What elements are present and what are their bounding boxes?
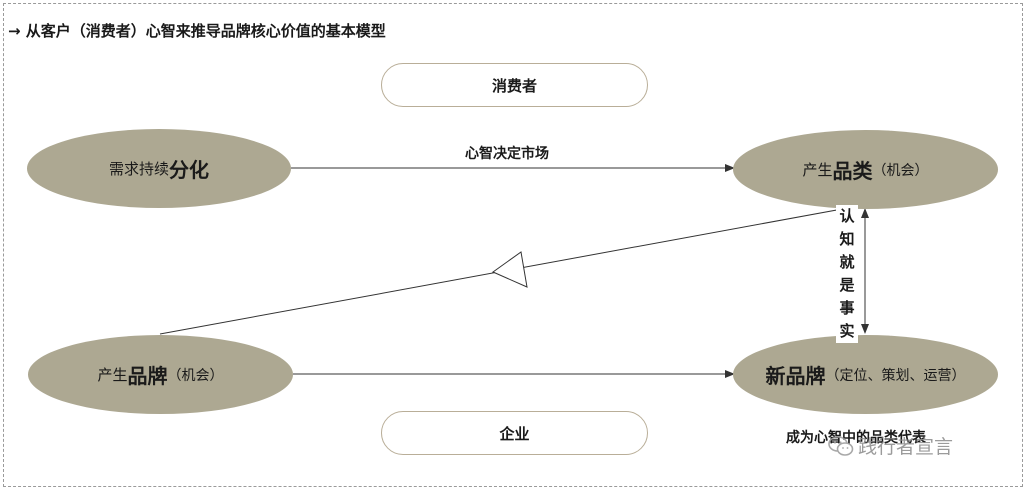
demand-ellipse: 需求持续分化 — [27, 129, 291, 208]
consumer-label: 消费者 — [491, 76, 537, 95]
cognition-char: 是 — [839, 276, 855, 294]
cognition-char: 事 — [839, 299, 855, 317]
category-paren-text: （机会） — [872, 162, 929, 179]
enterprise-label: 企业 — [499, 424, 530, 443]
watermark: 践行者宣言 — [828, 432, 953, 459]
cognition-char: 就 — [839, 253, 855, 271]
brand-big-text: 品牌 — [127, 364, 168, 388]
demand-small-text: 需求持续 — [108, 160, 169, 178]
demand-big-text: 分化 — [169, 158, 209, 182]
cognition-char: 实 — [839, 322, 855, 340]
inheritance-arrowhead — [491, 251, 528, 288]
category-ellipse: 产生品类（机会） — [733, 130, 998, 209]
cognition-char: 认 — [839, 207, 855, 225]
wechat-icon — [828, 435, 854, 457]
cognition-char: 知 — [839, 230, 855, 248]
brand-small-text: 产生 — [97, 366, 128, 384]
diagram-frame — [3, 3, 1023, 487]
consumer-pill: 消费者 — [381, 63, 648, 107]
newbrand-big-text: 新品牌 — [765, 364, 826, 388]
category-big-text: 品类 — [832, 159, 873, 183]
brand-paren-text: （机会） — [167, 367, 224, 384]
enterprise-pill: 企业 — [381, 411, 648, 455]
cognition-is-fact-label: 认 知 就 是 事 实 — [836, 205, 858, 343]
mind-decides-market-label: 心智决定市场 — [465, 146, 549, 162]
diagram-title: → 从客户（消费者）心智来推导品牌核心价值的基本模型 — [8, 22, 386, 40]
watermark-text: 践行者宣言 — [858, 436, 954, 458]
brand-ellipse: 产生品牌（机会） — [28, 335, 293, 414]
category-small-text: 产生 — [802, 161, 833, 179]
newbrand-paren-text: （定位、策划、运营） — [825, 367, 966, 384]
footer-text: 成为心智中的品类代表 — [786, 430, 926, 446]
newbrand-ellipse: 新品牌（定位、策划、运营） — [733, 335, 998, 414]
